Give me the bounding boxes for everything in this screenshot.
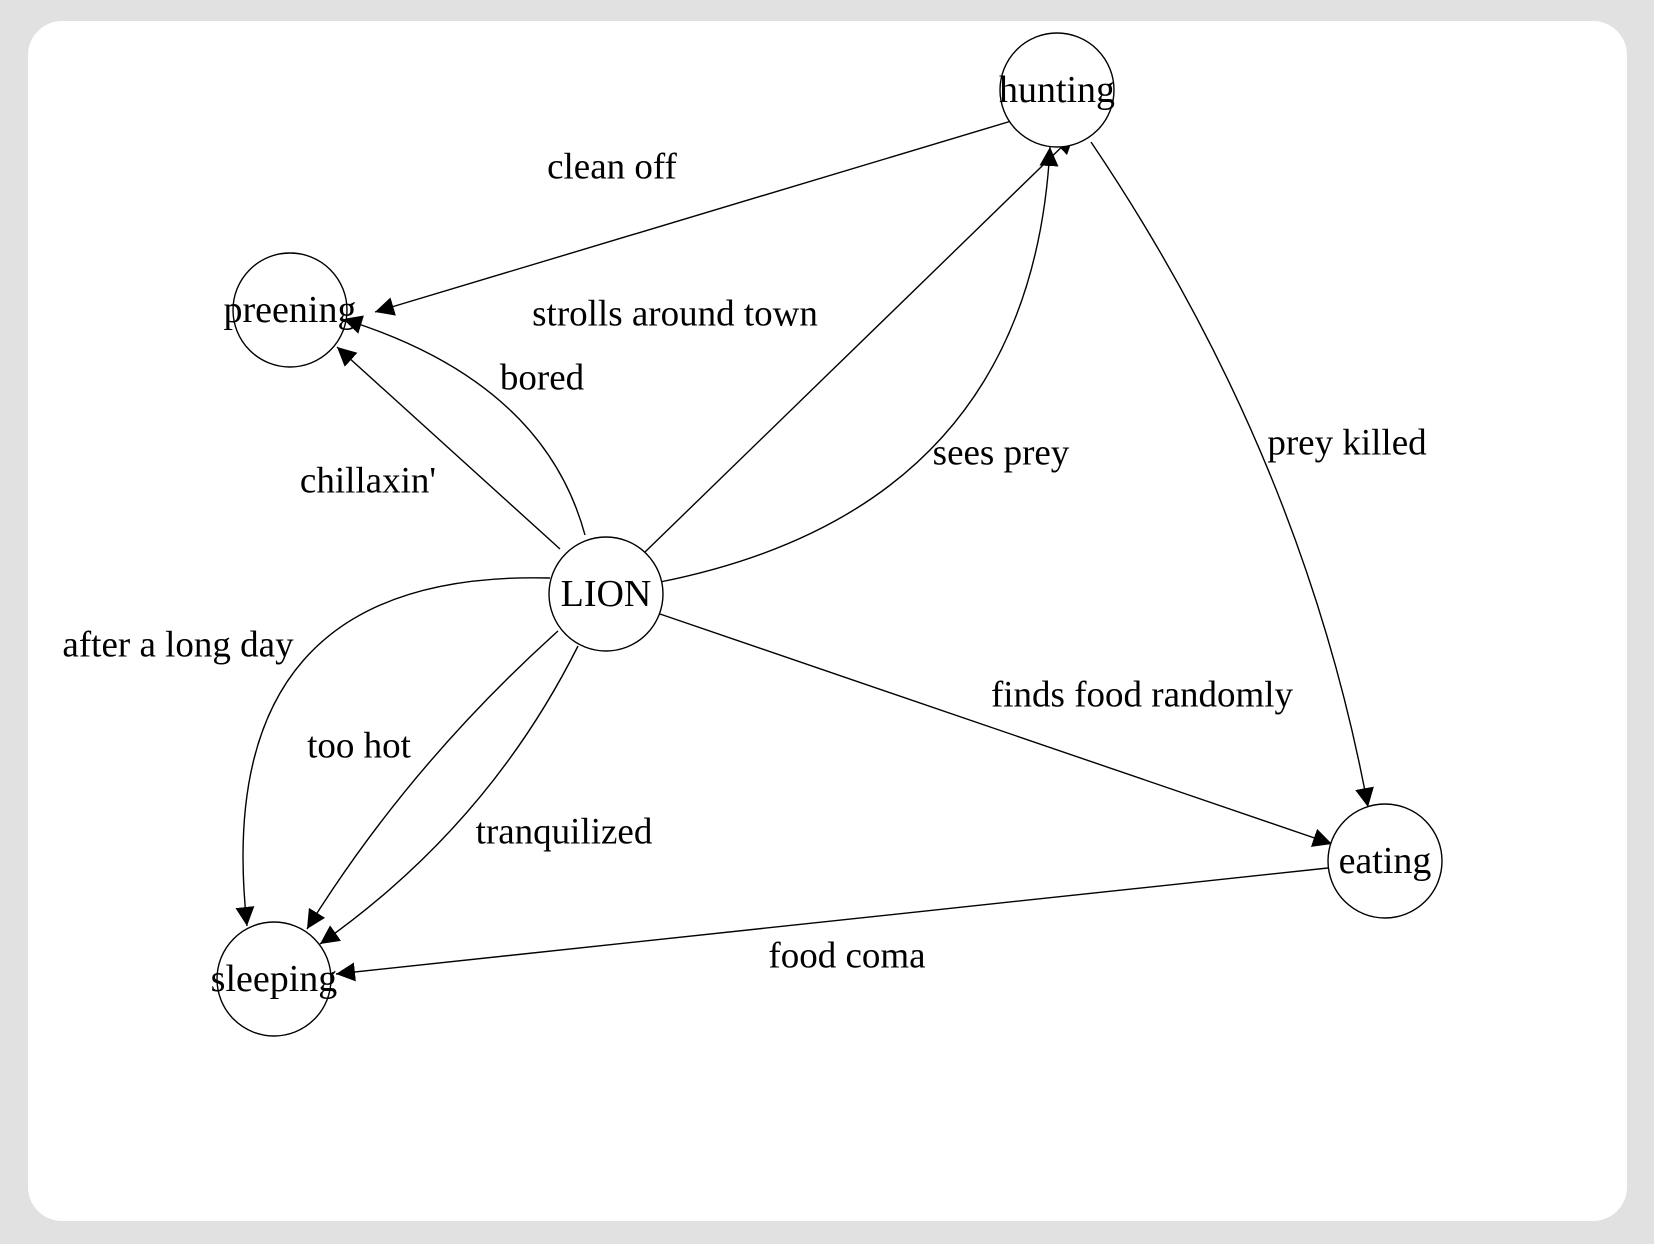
edge-label-strolls-around-town: strolls around town [532, 294, 818, 335]
nodes: LION hunting preening eating sleeping [211, 32, 1443, 1037]
edge-chillaxin[interactable]: chillaxin' [300, 346, 561, 550]
edge-label-bored: bored [500, 358, 585, 399]
edge-sees-prey[interactable]: sees prey [659, 146, 1070, 583]
node-label-hunting: hunting [999, 69, 1115, 111]
edge-label-clean-off: clean off [547, 147, 677, 188]
state-diagram: clean off strolls around town sees prey … [62, 32, 1443, 1037]
edge-label-after-a-long-day: after a long day [62, 625, 294, 666]
edge-label-food-coma: food coma [768, 936, 925, 977]
edge-label-too-hot: too hot [307, 726, 412, 767]
edge-food-coma[interactable]: food coma [335, 867, 1329, 982]
edge-strolls-around-town[interactable]: strolls around town [532, 134, 1075, 554]
edge-label-prey-killed: prey killed [1267, 423, 1427, 464]
node-preening[interactable]: preening [224, 252, 357, 368]
edge-label-chillaxin: chillaxin' [300, 461, 436, 502]
diagram-card: clean off strolls around town sees prey … [28, 21, 1627, 1221]
edge-label-sees-prey: sees prey [933, 433, 1070, 474]
node-hunting[interactable]: hunting [999, 32, 1115, 148]
edge-bored[interactable]: bored [342, 315, 586, 536]
node-label-sleeping: sleeping [211, 958, 338, 1000]
node-label-preening: preening [224, 289, 357, 331]
edge-label-tranquilized: tranquilized [476, 812, 653, 853]
edge-after-a-long-day[interactable]: after a long day [62, 577, 551, 927]
node-lion[interactable]: LION [548, 536, 664, 652]
edge-tranquilized[interactable]: tranquilized [319, 645, 653, 945]
edge-too-hot[interactable]: too hot [306, 630, 559, 930]
edges: clean off strolls around town sees prey … [62, 106, 1427, 982]
edge-finds-food-randomly[interactable]: finds food randomly [659, 613, 1333, 847]
edge-prey-killed[interactable]: prey killed [1090, 141, 1427, 808]
node-sleeping[interactable]: sleeping [211, 921, 338, 1037]
node-eating[interactable]: eating [1327, 803, 1443, 919]
edge-clean-off[interactable]: clean off [374, 106, 1059, 316]
edge-label-finds-food-randomly: finds food randomly [991, 675, 1294, 716]
node-label-eating: eating [1339, 840, 1432, 882]
node-label-lion: LION [561, 573, 652, 615]
